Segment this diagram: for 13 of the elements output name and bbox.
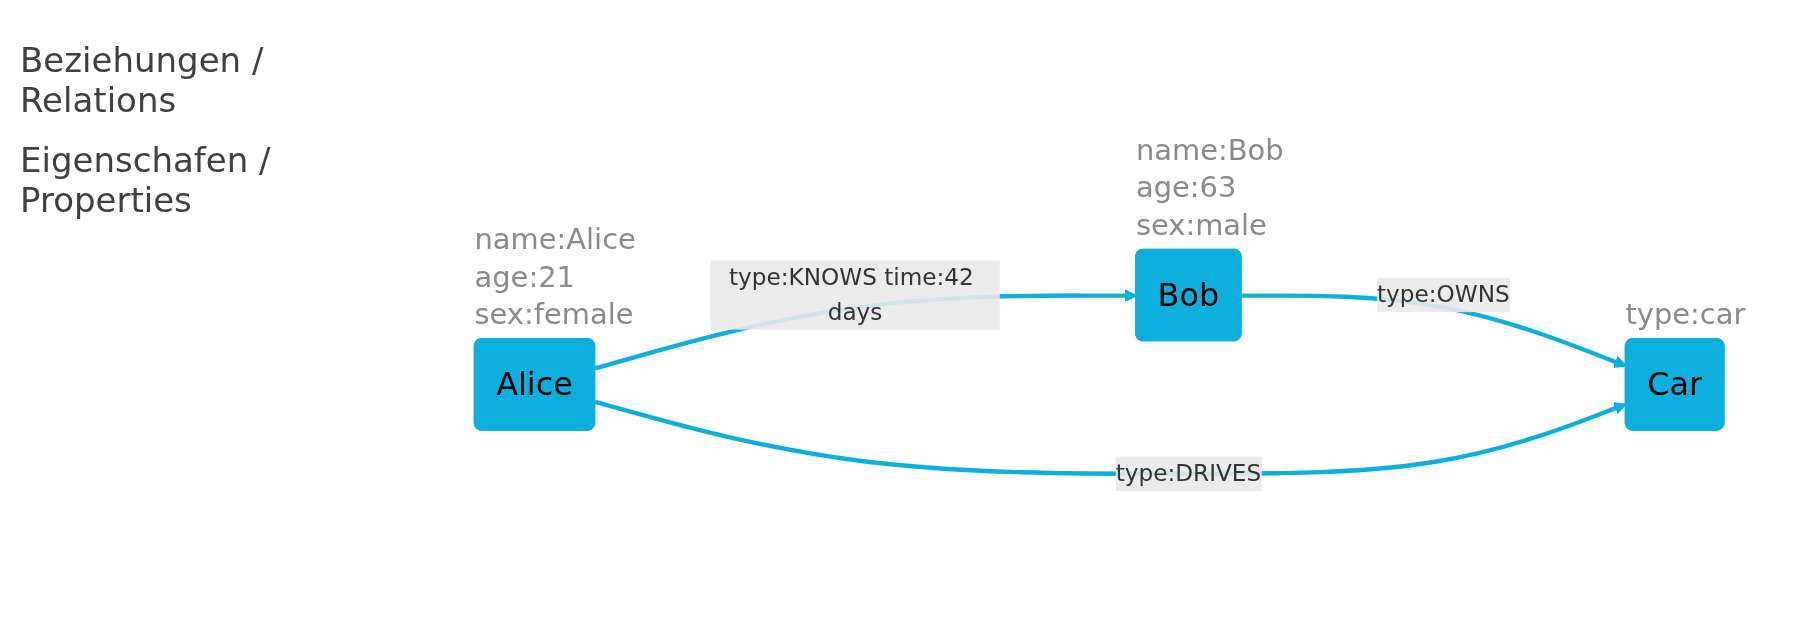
property-text: age:63 (1135, 169, 1237, 204)
edge-label: type:DRIVES (1115, 458, 1262, 487)
property-text: name:Alice (474, 221, 636, 256)
graph-diagram: Bob Alice Car name:Bob age:63 name:Alice sex:male age:21 sex:female type:car type:KNOWS time:42 days type:OWNS type:DRIVES (460, 31, 1760, 592)
edge-label: type:OWNS (1376, 279, 1510, 308)
bullet-text: Beziehungen / Relations (20, 40, 265, 120)
bullet-text: Eigenschafen / Properties (20, 140, 272, 220)
property-text: type:car (1625, 296, 1746, 331)
property-text: name:Bob (1135, 132, 1284, 167)
property-text: sex:female (474, 296, 634, 331)
property-text: sex:male (1135, 207, 1267, 242)
edge-label: type:KNOWS time:42 days (728, 262, 974, 325)
property-text: age:21 (474, 259, 575, 294)
